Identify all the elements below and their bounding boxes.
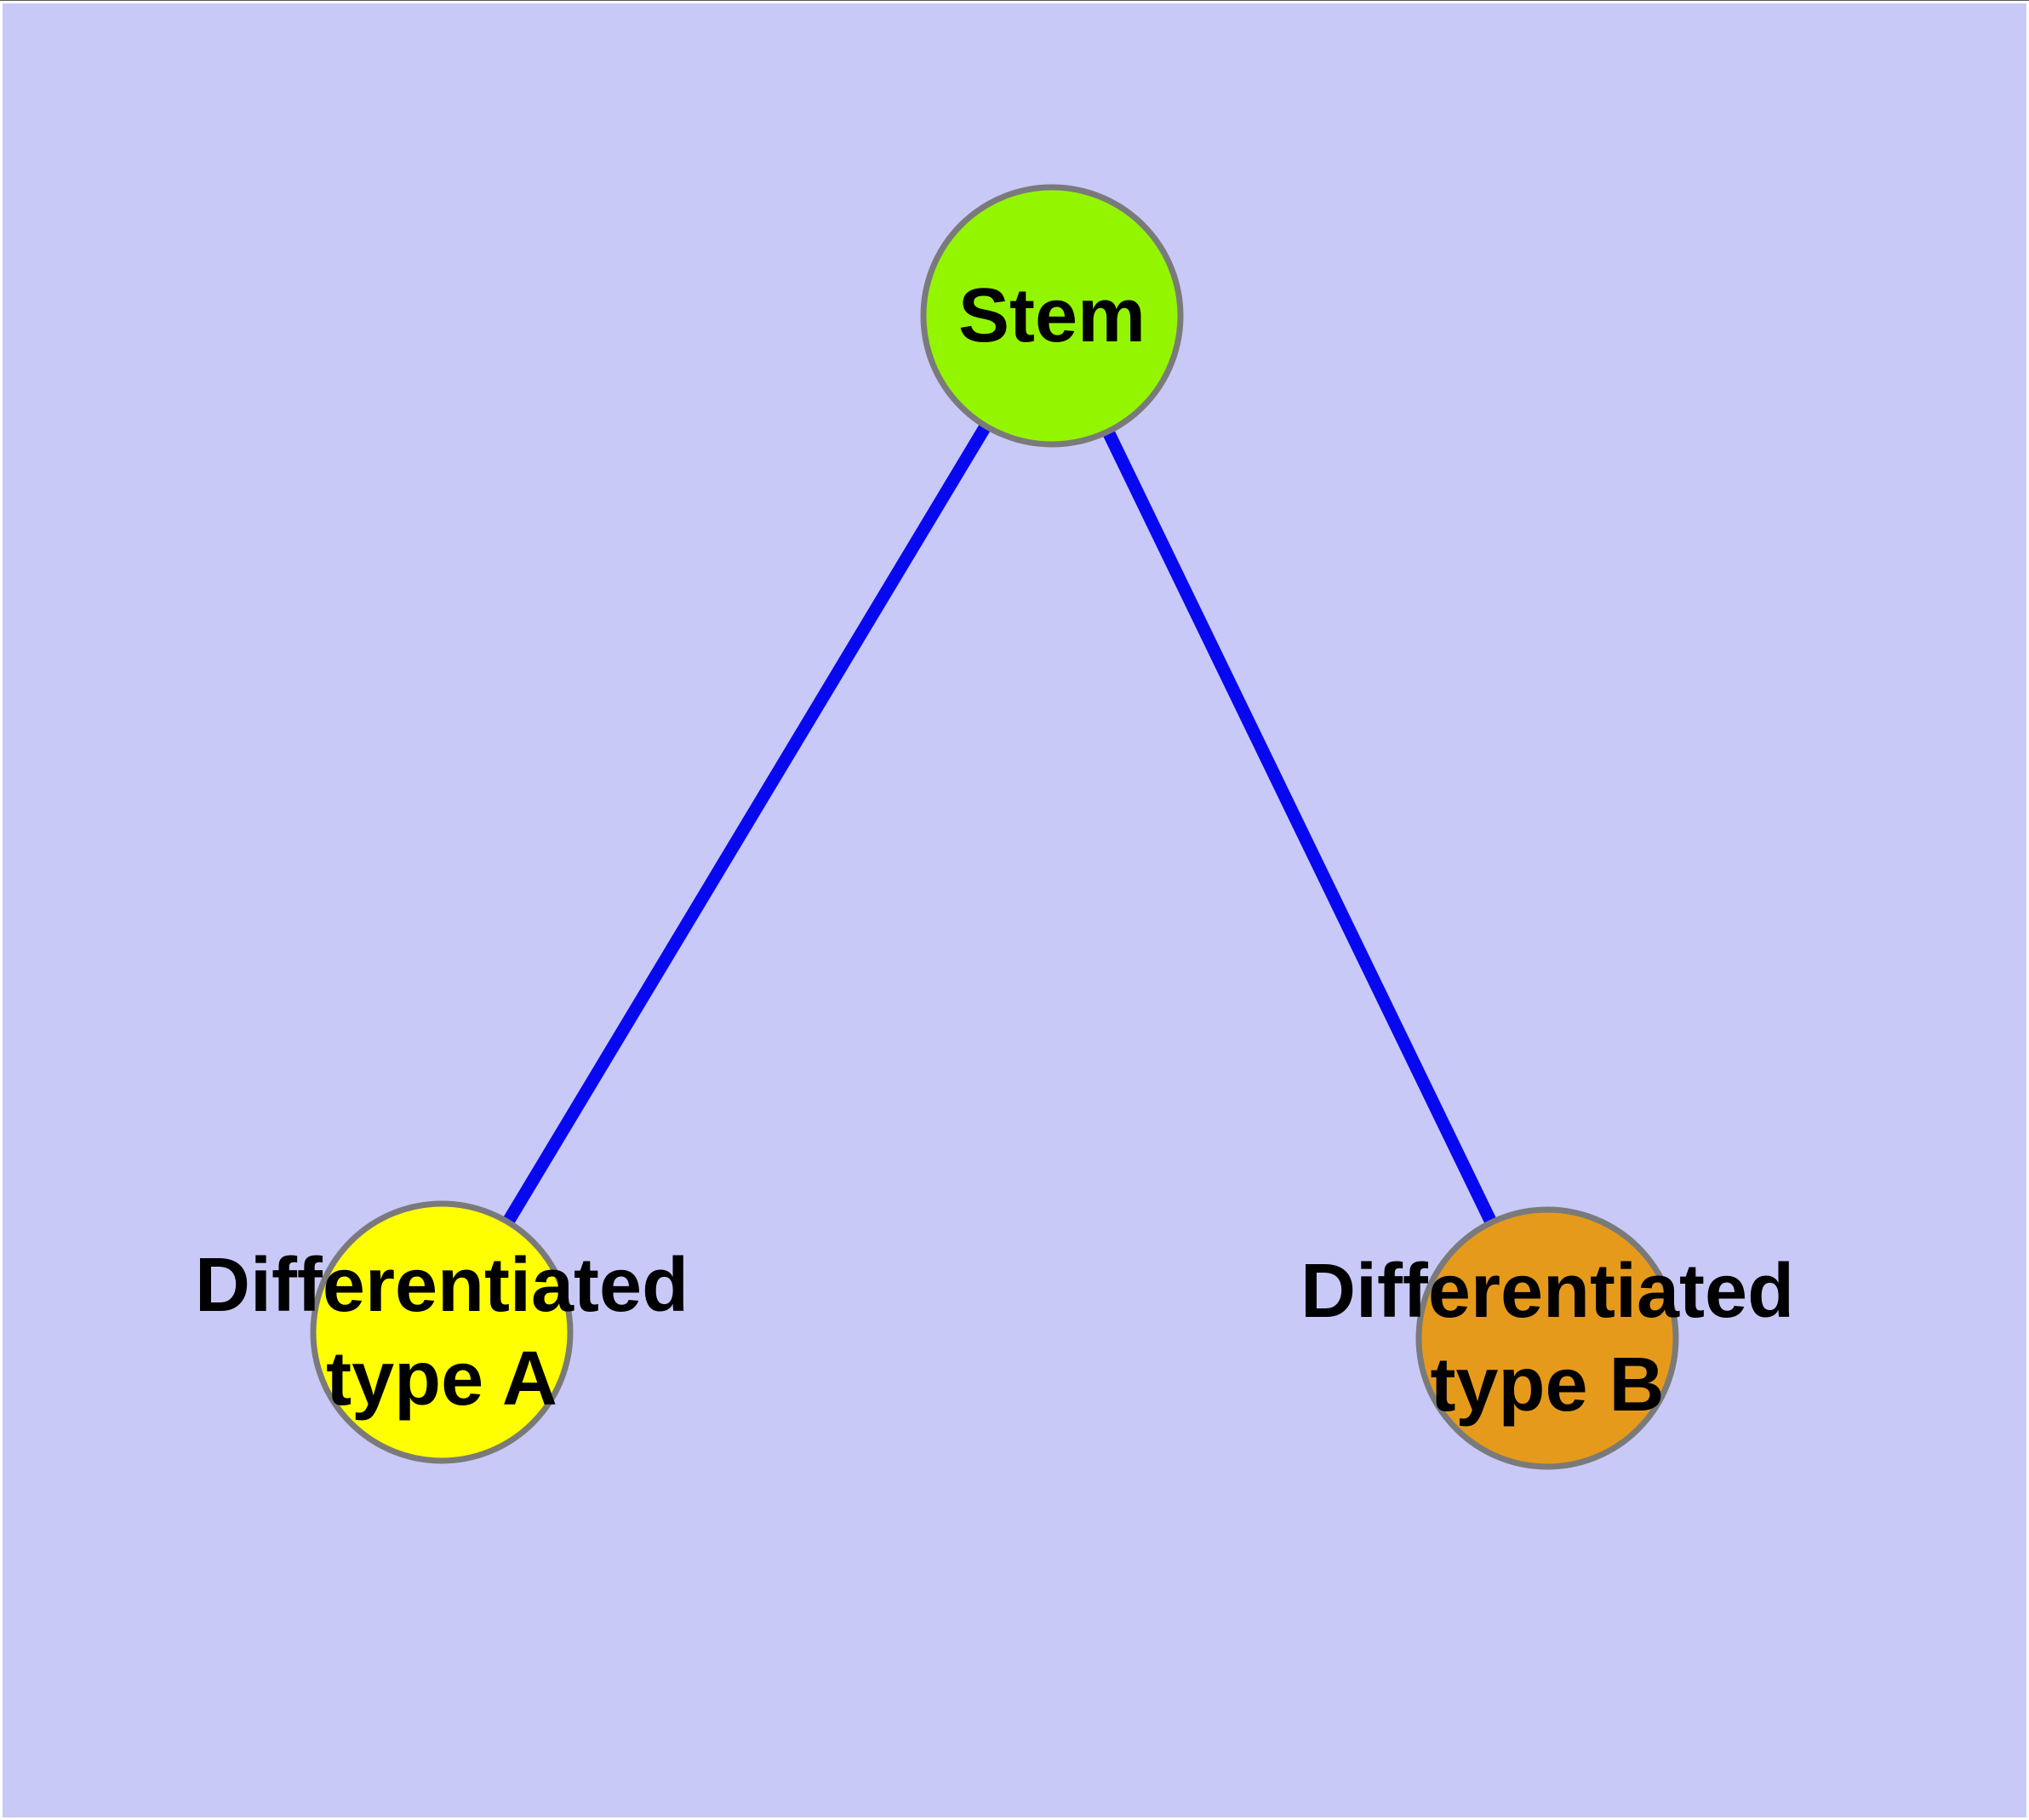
edges-group bbox=[436, 312, 1553, 1342]
edge-stem-to-diff-b bbox=[1046, 312, 1553, 1342]
diff-b-node bbox=[1415, 1206, 1679, 1470]
edge-stem-to-diff-a bbox=[436, 312, 1058, 1336]
nodes-group bbox=[310, 184, 1679, 1470]
window-top-edge bbox=[0, 0, 2029, 1]
stem-node bbox=[920, 184, 1184, 448]
diff-a-node bbox=[310, 1200, 574, 1464]
